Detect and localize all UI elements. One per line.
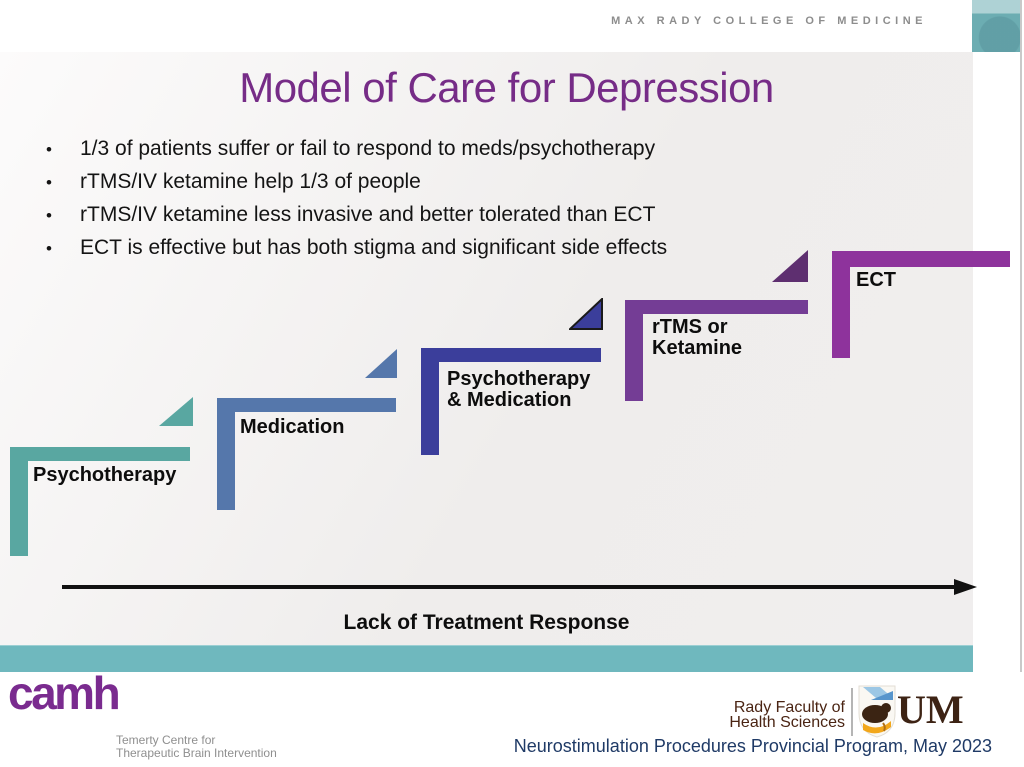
bullet-text: 1/3 of patients suffer or fail to respon… (80, 137, 656, 160)
rady-faculty-label: Rady Faculty of Health Sciences (625, 699, 845, 731)
step-bar-ect (832, 251, 850, 358)
program-caption: Neurostimulation Procedures Provincial P… (513, 736, 992, 756)
step-bar-medication (217, 398, 235, 510)
bullet-item: • ECT is effective but has both stigma a… (46, 237, 806, 261)
rady-faculty-line: Health Sciences (729, 714, 845, 731)
bullet-dot: • (46, 173, 52, 192)
step-bar-psychotherapy-medication (421, 348, 601, 362)
step-bar-psychotherapy (10, 447, 190, 461)
step-label-psychotherapy: Psychotherapy (33, 464, 177, 486)
camh-subtitle-line: Therapeutic Brain Intervention (116, 746, 277, 760)
footer-divider (851, 688, 853, 736)
bullet-dot: • (46, 140, 52, 159)
bullet-text: rTMS/IV ketamine less invasive and bette… (80, 203, 656, 226)
x-axis-label: Lack of Treatment Response (343, 611, 630, 634)
accent-bar (0, 645, 973, 673)
step-bar-ect (832, 251, 1010, 267)
step-label-rtms-ketamine: rTMS or Ketamine (652, 316, 743, 359)
step-bar-medication (217, 398, 396, 412)
page-title: Model of Care for Depression (239, 64, 774, 111)
um-wordmark: UM (897, 687, 964, 732)
step-up-arrow-icon (569, 298, 603, 330)
rady-faculty-line: Rady Faculty of (733, 699, 845, 716)
step-up-arrow-icon (365, 349, 397, 378)
step-label-medication: Medication (240, 416, 345, 438)
bullet-dot: • (46, 206, 52, 225)
step-bar-rtms-ketamine (625, 300, 808, 314)
slide-canvas (0, 52, 973, 672)
bullet-text: ECT is effective but has both stigma and… (80, 236, 668, 259)
um-shield-logo (858, 685, 896, 738)
bullet-item: • rTMS/IV ketamine less invasive and bet… (46, 204, 806, 228)
camh-subtitle: Temerty Centre for Therapeutic Brain Int… (116, 734, 277, 760)
slide-right-edge (1020, 0, 1022, 767)
bullet-item: • 1/3 of patients suffer or fail to resp… (46, 138, 806, 162)
camh-logo: camh (8, 667, 121, 719)
step-up-arrow-icon (159, 397, 193, 426)
college-name: MAX RADY COLLEGE OF MEDICINE (611, 15, 927, 27)
bullet-text: rTMS/IV ketamine help 1/3 of people (80, 170, 421, 193)
step-bar-psychotherapy-medication (421, 348, 439, 455)
step-bar-psychotherapy (10, 447, 28, 556)
bullet-list: • 1/3 of patients suffer or fail to resp… (46, 138, 806, 270)
step-label-ect: ECT (856, 269, 896, 291)
camh-subtitle-line: Temerty Centre for (116, 733, 216, 747)
corner-branding-square (972, 0, 1020, 52)
step-up-arrow-icon (772, 250, 808, 282)
treatment-response-arrow (62, 579, 977, 595)
step-label-psychotherapy-medication: Psychotherapy & Medication (447, 368, 591, 411)
step-bar-rtms-ketamine (625, 300, 643, 401)
footer: camh Temerty Centre for Therapeutic Brai… (0, 667, 1024, 767)
bullet-dot: • (46, 239, 52, 258)
bullet-item: • rTMS/IV ketamine help 1/3 of people (46, 171, 806, 195)
